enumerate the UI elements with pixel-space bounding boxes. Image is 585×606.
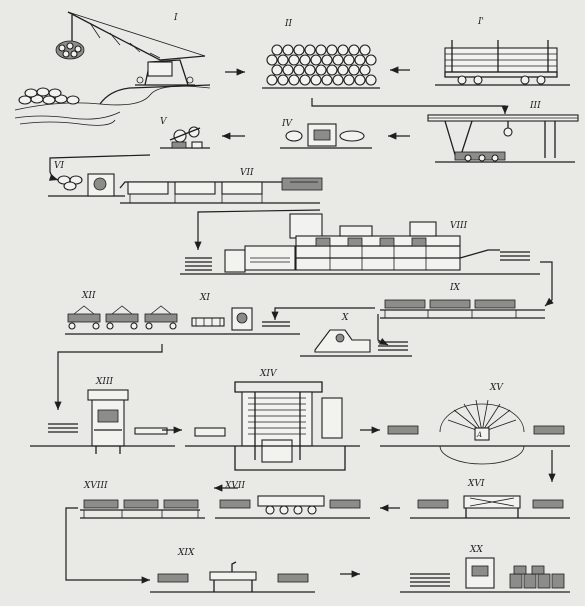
glued-sheets (378, 341, 408, 351)
packing-stage: XX (400, 545, 570, 593)
assembly-stage: XI (185, 293, 300, 335)
saw-mark: A (476, 431, 482, 439)
peeler-stage: VI (48, 161, 125, 197)
stage-label-stacks: XII (81, 291, 96, 301)
log-stack-stage: II (262, 19, 380, 89)
rail-wagon-stage: I' (435, 17, 570, 86)
stage-label-peeler: VI (54, 161, 64, 171)
stage-label-rail-wagon: I' (477, 17, 484, 27)
stage-label-glue: X (341, 313, 349, 323)
press-platens (248, 397, 306, 435)
flow-arrow (271, 307, 375, 320)
flow-arrow (377, 314, 389, 346)
flow-arrow (540, 261, 554, 307)
debarker-stage: V (160, 117, 210, 149)
stage-label-gantry-crane: III (529, 101, 541, 111)
prepress-stage: XIII (30, 377, 175, 454)
stage-label-hot-press: XIV (259, 369, 278, 379)
stage-label-assembly: XI (199, 293, 210, 303)
flow-arrow (194, 209, 321, 250)
packed-stack-right (509, 565, 565, 589)
stage-label-saw: IV (281, 119, 294, 129)
inspection-stage: XVIII (80, 481, 205, 519)
glue-stage: X (300, 313, 412, 357)
stage-label-debarker: V (160, 117, 168, 127)
stage-label-sorting: IX (449, 283, 461, 293)
stage-label-trimmer: XVI (467, 479, 485, 489)
flow-arrow (48, 154, 151, 181)
stage-label-conveyor: VII (240, 168, 254, 178)
saw-fan (439, 403, 525, 433)
dryer-stage: VIII (180, 213, 540, 275)
stage-label-sander: XVII (224, 481, 245, 491)
crane-boom (67, 11, 206, 61)
crane-stage: I (14, 11, 211, 126)
flow-arrow (311, 98, 509, 114)
stage-label-inspection: XVIII (83, 481, 108, 491)
stage-label-grading: XIX (177, 548, 195, 558)
flow-arrow (65, 507, 150, 584)
veneer-stack-in (185, 257, 212, 271)
stage-label-dryer: VIII (450, 221, 468, 231)
hot-press-stage: XIV (185, 369, 360, 471)
grading-stage: XIX (150, 548, 315, 593)
veneer-stack-out (500, 251, 530, 261)
stacks-stage: XII (65, 291, 185, 335)
gantry-crane-stage: III (427, 101, 579, 163)
packed-stack-left (410, 573, 450, 587)
stage-label-prepress: XIII (95, 377, 114, 387)
trimmer-stage: XVI (410, 479, 570, 519)
flow-arrow (54, 344, 163, 410)
conveyor-stage: VII (119, 168, 323, 204)
saw-stage: IV (280, 119, 372, 149)
floating-logs (18, 87, 80, 105)
stage-label-circular-saw: XV (489, 383, 504, 393)
stack-in (48, 423, 78, 433)
stage-label-packing: XX (469, 545, 483, 555)
stage-label-crane: I (173, 13, 178, 23)
stage-label-log-stack: II (284, 19, 293, 29)
circular-saw-stage: A XV (380, 383, 570, 465)
sander-stage: XVII (215, 481, 370, 519)
log-bundle (55, 40, 85, 60)
sorting-stage: IX (380, 283, 545, 319)
sheets-in (262, 321, 290, 327)
